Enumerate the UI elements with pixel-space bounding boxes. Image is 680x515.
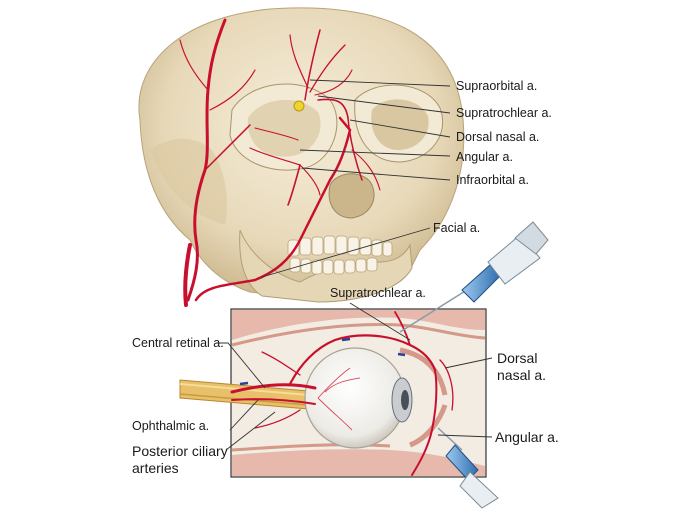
upper-eyelid [399,347,448,396]
label-inset-supratrochlear-artery: Supratrochlear a. [330,286,426,300]
orbit-left-inner [247,99,321,157]
label-dorsal-nasal-artery: Dorsal nasal a. [456,130,540,144]
orbit-cross-section-inset [179,308,487,478]
eyeball [304,347,406,449]
label-inset-dorsal-nasal-line1: Dorsal [497,350,538,366]
orbit-right-inner [371,99,429,150]
label-facial-artery: Facial a. [433,221,481,235]
skull-arteries [179,18,381,307]
label-angular-artery: Angular a. [456,150,513,164]
label-inset-angular-artery: Angular a. [495,429,559,445]
label-inset-dorsal-nasal-line2: nasal a. [497,367,547,383]
teeth [287,235,393,275]
label-posterior-ciliary-line1: Posterior ciliary [132,443,228,459]
syringe-top [399,221,549,333]
label-posterior-ciliary-line2: arteries [132,460,179,476]
label-central-retinal-artery: Central retinal a. [132,336,224,350]
label-supratrochlear-artery: Supratrochlear a. [456,106,552,120]
label-infraorbital-artery: Infraorbital a. [456,173,529,187]
label-ophthalmic-artery: Ophthalmic a. [132,419,210,433]
label-supraorbital-artery: Supraorbital a. [456,79,538,93]
leader-lines [216,79,493,451]
mandible [239,229,413,303]
nasal-aperture [328,173,375,219]
syringe-bottom [437,427,499,509]
supraorbital-notch-marker [293,100,305,112]
skull [138,7,465,303]
